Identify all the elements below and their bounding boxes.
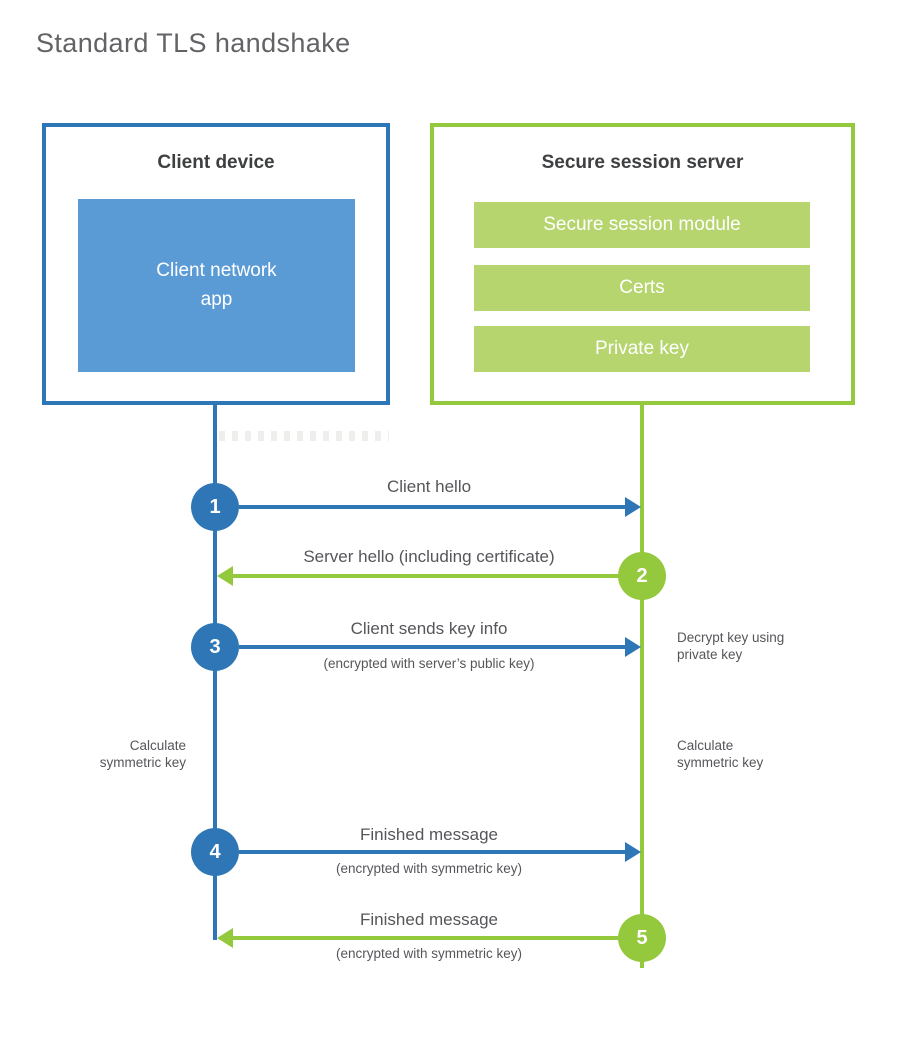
client-lifeline	[213, 405, 217, 940]
step-5-badge: 5	[618, 914, 666, 962]
client-network-app-box: Client network app	[78, 199, 355, 372]
step-5-arrow	[233, 936, 618, 940]
step-2-arrowhead-left-icon	[217, 566, 233, 586]
step-4-label: Finished message	[360, 825, 498, 844]
step-1-label: Client hello	[386, 477, 472, 496]
step-3-label: Client sends key info	[350, 619, 508, 638]
server-module-private-key: Private key	[474, 326, 810, 372]
client-calculate-note: Calculate symmetric key	[99, 738, 186, 770]
step-4-sublabel: (encrypted with symmetric key)	[335, 861, 523, 876]
step-1-badge: 1	[191, 483, 239, 531]
decrypt-key-note: Decrypt key using private key	[677, 630, 785, 662]
server-lifeline	[640, 405, 644, 968]
server-calculate-note: Calculate symmetric key	[677, 738, 764, 770]
page-title: Standard TLS handshake	[36, 28, 351, 58]
step-3-badge: 3	[191, 623, 239, 671]
client-device-title: Client device	[157, 152, 275, 173]
step-3-sublabel: (encrypted with server’s public key)	[323, 656, 535, 671]
secure-session-server-title: Secure session server	[541, 152, 744, 173]
step-2-label: Server hello (including certificate)	[303, 547, 555, 566]
step-2-badge: 2	[618, 552, 666, 600]
step-5-sublabel: (encrypted with symmetric key)	[335, 946, 523, 961]
faint-dashed-artifact	[219, 431, 389, 441]
step-1-arrowhead-right-icon	[625, 497, 641, 517]
step-4-badge: 4	[191, 828, 239, 876]
step-1-arrow	[239, 505, 625, 509]
server-module-certs: Certs	[474, 265, 810, 311]
step-4-arrow	[239, 850, 625, 854]
step-2-arrow	[233, 574, 618, 578]
step-3-arrow	[239, 645, 625, 649]
server-module-secure-session: Secure session module	[474, 202, 810, 248]
step-3-arrowhead-right-icon	[625, 637, 641, 657]
step-5-label: Finished message	[360, 910, 498, 929]
step-4-arrowhead-right-icon	[625, 842, 641, 862]
step-5-arrowhead-left-icon	[217, 928, 233, 948]
